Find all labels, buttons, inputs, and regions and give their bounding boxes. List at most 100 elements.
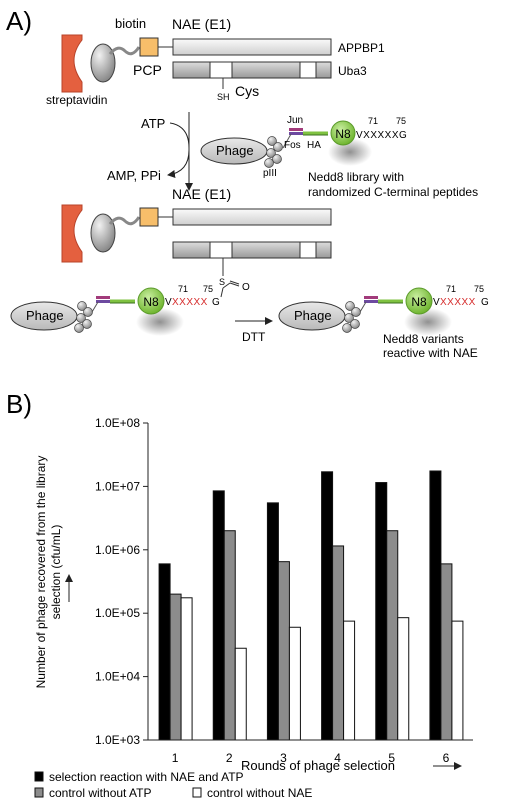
bar-round-3-series-1 [266, 502, 279, 741]
bar-round-6-series-3 [451, 620, 464, 741]
n8-label: N8 [335, 127, 351, 141]
pos75-label: 75 [396, 116, 406, 126]
y-tick-label: 1.0E+03 [95, 733, 140, 747]
y-axis-title: Number of phage recovered from the libra… [34, 456, 73, 689]
stage2-pos71: 71 [178, 284, 188, 294]
biotin-label: biotin [115, 16, 146, 31]
x-tick-label: 6 [443, 751, 450, 765]
n8-ball [330, 120, 356, 146]
y-axis-title-line-1: Number of phage recovered from the libra… [34, 456, 48, 689]
phage-label: Phage [216, 143, 254, 158]
appbp1-bar [172, 38, 332, 56]
bar-round-1-series-2 [169, 593, 182, 741]
product-caption-1: Nedd8 variants [383, 332, 464, 346]
bar-round-4-series-1 [321, 471, 334, 741]
product-seq-v: V [433, 297, 440, 308]
dtt-arrow: DTT [235, 317, 273, 344]
bar-round-4-series-2 [332, 545, 345, 741]
bar-round-5-series-2 [386, 530, 399, 741]
legend-swatch-3 [192, 787, 202, 798]
x-tick-label: 4 [334, 751, 341, 765]
stage2-phage-label: Phage [26, 308, 64, 323]
y-axis-title-line-2: selection (cfu/mL) [49, 525, 63, 620]
cys-label: Cys [235, 83, 259, 99]
bar-round-5-series-1 [375, 482, 388, 741]
bar-round-3-series-2 [277, 561, 290, 741]
panel-a-label: A) [6, 6, 32, 36]
uba3-label: Uba3 [338, 64, 367, 78]
stage2-seq-v: V [165, 297, 172, 308]
stage2-n8-label: N8 [143, 295, 159, 309]
stage2-seq-g: G [212, 297, 220, 308]
bar-round-6-series-2 [440, 563, 453, 741]
pcp-box [139, 37, 159, 57]
x-tick-label: 1 [172, 751, 179, 765]
jun-label: Jun [287, 115, 303, 126]
piii-label: pIII [263, 168, 277, 179]
nae-label: NAE (E1) [172, 16, 231, 32]
legend-swatch-1 [34, 771, 44, 782]
x-axis-title: Rounds of phage selection [241, 758, 395, 773]
pos71-label: 71 [368, 116, 378, 126]
dtt-label: DTT [242, 330, 266, 344]
appbp1-label: APPBP1 [338, 41, 385, 55]
bar-round-2-series-1 [212, 490, 225, 741]
bar-round-5-series-3 [397, 617, 410, 741]
legend: selection reaction with NAE and ATP contr… [34, 770, 312, 799]
linker-shape [108, 46, 141, 56]
product-pos71: 71 [446, 284, 456, 294]
y-tick-label: 1.0E+06 [95, 543, 140, 557]
y-tick-labels: 1.0E+03 1.0E+04 1.0E+05 1.0E+06 1.0E+07 1.0E+… [95, 416, 140, 747]
streptavidin-label: streptavidin [46, 93, 107, 107]
bar-round-3-series-3 [288, 626, 301, 741]
legend-swatch-2 [34, 787, 44, 798]
product-seq-x: XXXXX [440, 297, 476, 308]
pcp-label: PCP [133, 62, 162, 78]
streptavidin-shape [61, 34, 83, 93]
y-tick-marks [143, 422, 148, 741]
panel-b-label: B) [6, 389, 32, 419]
legend-label-3: control without NAE [207, 786, 312, 799]
stage2-seq-x: XXXXX [172, 297, 208, 308]
amp-label: AMP, PPi [107, 168, 161, 183]
library-caption-1: Nedd8 library with [308, 170, 404, 184]
product-pos75: 75 [474, 284, 484, 294]
biotin-shape [90, 43, 116, 83]
x-tick-label: 2 [226, 751, 233, 765]
bar-round-2-series-3 [234, 647, 247, 741]
library-caption-2: randomized C-terminal peptides [308, 185, 478, 199]
y-tick-label: 1.0E+04 [95, 670, 140, 684]
bar-round-4-series-3 [343, 620, 356, 741]
library-seq: VXXXXXG [356, 130, 407, 141]
ha-label: HA [307, 140, 321, 151]
bar-round-2-series-2 [223, 530, 236, 741]
y-tick-label: 1.0E+08 [95, 416, 140, 430]
product-caption-2: reactive with NAE [383, 346, 478, 360]
phage-library: N8 Phage Jun Fos HA pIII 71 75 VXXXXXG N… [200, 115, 478, 199]
reaction-arrow: ATP AMP, PPi [107, 112, 193, 191]
product-seq-g: G [481, 297, 489, 308]
atp-label: ATP [141, 116, 165, 131]
o-label: O [242, 282, 250, 293]
product-phage-label: Phage [294, 308, 332, 323]
fos-label: Fos [284, 140, 301, 151]
y-tick-label: 1.0E+05 [95, 606, 140, 620]
bar-chart: Number of phage recovered from the libra… [34, 416, 473, 773]
product-n8-label: N8 [411, 295, 427, 309]
bar-round-6-series-1 [429, 470, 442, 741]
legend-label-1: selection reaction with NAE and ATP [49, 770, 244, 784]
stage2-pos75: 75 [203, 284, 213, 294]
bar-round-1-series-3 [180, 597, 193, 741]
x-tick-label: 5 [388, 751, 395, 765]
sh-label: SH [217, 92, 230, 102]
bars [158, 470, 464, 741]
bar-round-1-series-1 [158, 563, 171, 741]
stage1-complex: biotin NAE (E1) PCP APPBP1 Uba3 streptav… [46, 16, 385, 107]
y-tick-label: 1.0E+07 [95, 479, 140, 493]
s-label: S [219, 277, 225, 287]
stage2-nae-label: NAE (E1) [172, 186, 231, 202]
stage2-complex: NAE (E1) S O N8 Phage 71 75 V XXXXX G [10, 186, 332, 336]
legend-label-2: control without ATP [49, 786, 152, 799]
